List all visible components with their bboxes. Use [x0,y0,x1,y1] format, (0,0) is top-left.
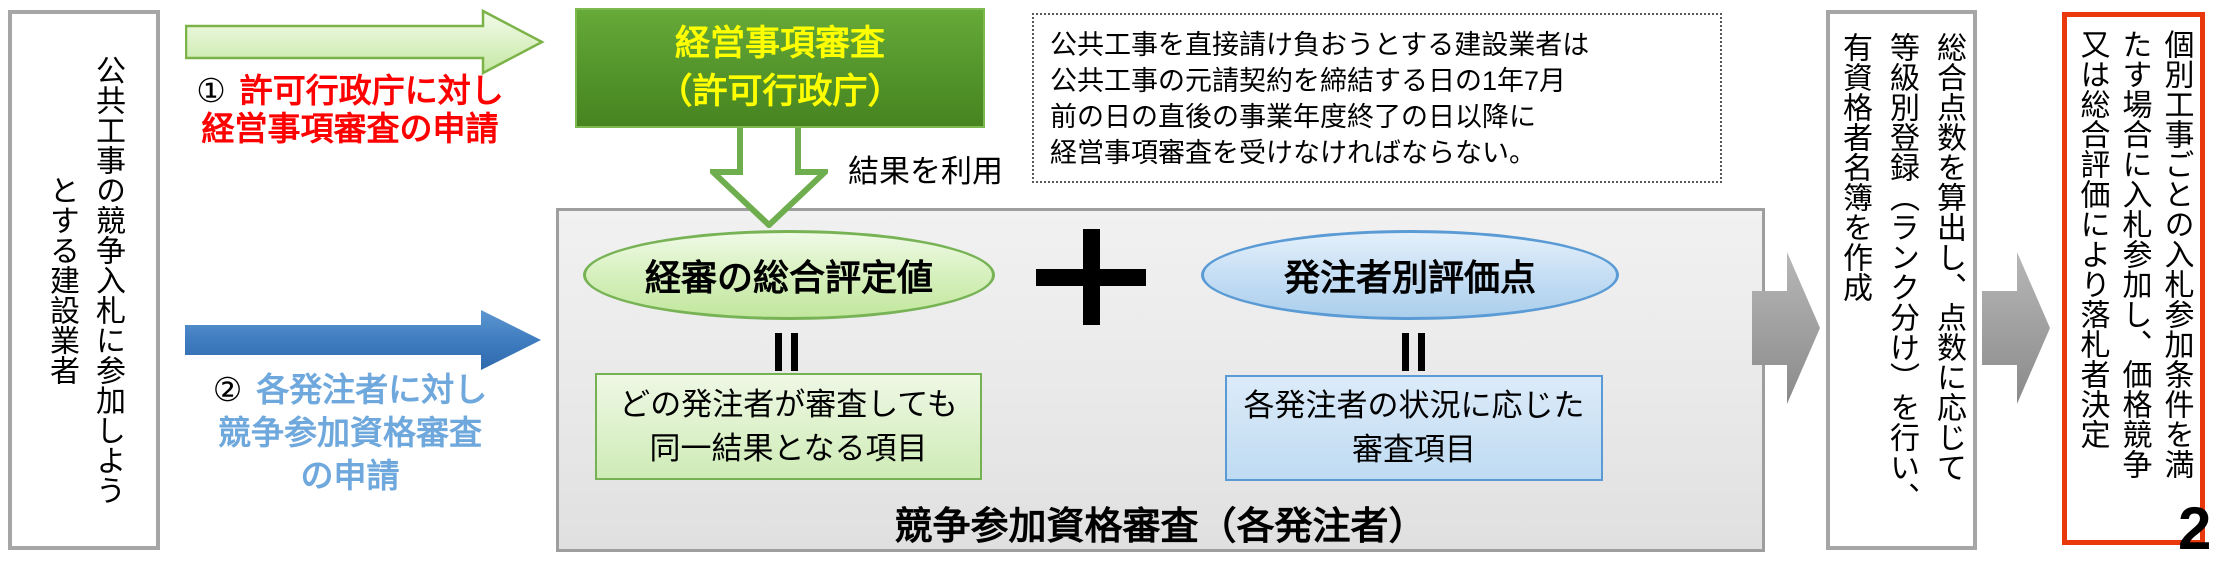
result-down-arrow-icon [710,122,828,228]
left-contractor-box: 公共工事の競争入札に参加しよう とする建設業者 [8,10,160,550]
ranking-box: 総合点数を算出し、点数に応じて 等級別登録（ランク分け）を行い、 有資格者名簿を… [1826,10,1977,550]
step1-number: ① [196,72,226,109]
common-items-box: どの発注者が審査しても 同一結果となる項目 [595,373,982,480]
result-usage-label: 結果を利用 [848,154,1003,189]
flow-arrow-icon [1752,252,1820,404]
note-text: 公共工事を直接請け負おうとする建設業者は 公共工事の元請契約を締結する日の1年7… [1050,30,1590,168]
step2-number: ② [212,371,243,408]
step1-text-line2: 経営事項審査の申請 [201,110,499,147]
note-box: 公共工事を直接請け負おうとする建設業者は 公共工事の元請契約を締結する日の1年7… [1032,13,1722,183]
common-items-text: どの発注者が審査しても 同一結果となる項目 [619,386,958,466]
step2-text-line2: 競争参加資格審査 [218,414,482,451]
owner-score-label: 発注者別評価点 [1283,257,1536,298]
panel-title: 競争参加資格審査（各発注者） [894,506,1427,548]
equals-icon [775,333,798,371]
left-contractor-text: 公共工事の競争入札に参加しよう とする建設業者 [45,55,124,505]
step2-text-line1: 各発注者に対し [256,371,488,408]
flow-arrow-icon [1982,252,2050,404]
step1-arrow-icon [185,8,545,76]
award-box: 個別工事ごとの入札参加条件を満 たす場合に入札参加し、価格競争 又は総合評価によ… [2062,12,2205,545]
keishin-review-title: 経営事項審査 （許可行政庁） [657,24,903,111]
step2-text-line3: の申請 [300,457,400,494]
ranking-text: 総合点数を算出し、点数に応じて 等級別登録（ランク分け）を行い、 有資格者名簿を… [1838,32,1965,512]
page-number: 2 [2178,495,2212,562]
plus-icon [1036,229,1146,325]
equals-icon [1402,333,1425,371]
owner-items-text: 各発注者の状況に応じた 審査項目 [1243,388,1585,467]
owner-score-ellipse: 発注者別評価点 [1201,230,1619,320]
keishin-total-score-label: 経審の総合評定値 [644,257,933,298]
step1-label: ① 許可行政庁に対し 経営事項審査の申請 [178,72,522,148]
owner-items-box: 各発注者の状況に応じた 審査項目 [1225,375,1603,481]
step2-label: ② 各発注者に対し 競争参加資格審査 の申請 [178,368,522,497]
step1-text-line1: 許可行政庁に対し [239,72,504,109]
step2-arrow-icon [185,310,541,370]
keishin-total-score-ellipse: 経審の総合評定値 [583,230,995,320]
keishin-review-box: 経営事項審査 （許可行政庁） [575,8,985,128]
award-text: 個別工事ごとの入札参加条件を満 たす場合に入札参加し、価格競争 又は総合評価によ… [2075,29,2193,479]
qualification-review-panel: 経審の総合評定値 発注者別評価点 どの発注者が審査しても 同一結果となる項目 各… [556,208,1765,552]
